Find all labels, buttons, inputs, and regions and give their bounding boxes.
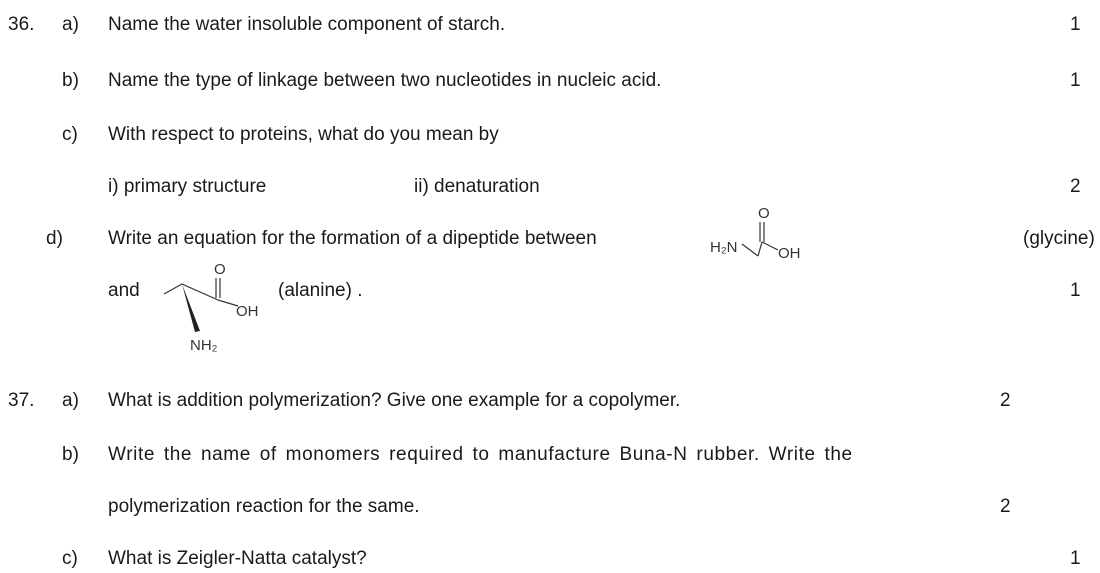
question-36d-marks: 1 [1070, 280, 1081, 301]
question-36a-text: Name the water insoluble component of st… [108, 14, 506, 35]
glycine-amine-label: H₂N [710, 239, 738, 256]
question-37a-label: a) [62, 390, 79, 411]
glycine-structure: H₂N O OH [710, 205, 801, 262]
question-37a-marks: 2 [1000, 390, 1011, 411]
question-36d-and: and [108, 280, 140, 301]
alanine-oxygen-label: O [214, 261, 226, 278]
glycine-hydroxyl-label: OH [778, 245, 801, 262]
question-36d-text: Write an equation for the formation of a… [108, 228, 597, 249]
glycine-name: (glycine) [1023, 228, 1095, 249]
question-37b-marks: 2 [1000, 496, 1011, 517]
question-36c-marks: 2 [1070, 176, 1081, 197]
question-37a-text: What is addition polymerization? Give on… [108, 390, 681, 411]
glycine-oxygen-label: O [758, 205, 770, 222]
question-37b-text-line1: Write the name of monomers required to m… [108, 444, 853, 465]
question-36-number: 36. [8, 14, 35, 35]
question-37-number: 37. [8, 390, 35, 411]
question-37c-marks: 1 [1070, 548, 1081, 569]
question-36d-label: d) [46, 228, 63, 249]
question-36c-sub-denaturation: ii) denaturation [414, 176, 540, 197]
question-36c-text: With respect to proteins, what do you me… [108, 124, 499, 145]
question-36a-marks: 1 [1070, 14, 1081, 35]
question-36b-text: Name the type of linkage between two nuc… [108, 70, 662, 91]
alanine-name: (alanine) . [278, 280, 363, 301]
question-37c-label: c) [62, 548, 78, 569]
alanine-hydroxyl-label: OH [236, 303, 259, 320]
question-37b-text-line2: polymerization reaction for the same. [108, 496, 420, 517]
question-37c-text: What is Zeigler-Natta catalyst? [108, 548, 367, 569]
question-36b-marks: 1 [1070, 70, 1081, 91]
question-36b-label: b) [62, 70, 79, 91]
question-36c-sub-primary-structure: i) primary structure [108, 176, 267, 197]
question-36c-label: c) [62, 124, 78, 145]
question-37b-label: b) [62, 444, 79, 465]
alanine-structure: O OH NH₂ [163, 261, 259, 354]
alanine-amine-label: NH₂ [190, 337, 218, 354]
question-36a-label: a) [62, 14, 79, 35]
